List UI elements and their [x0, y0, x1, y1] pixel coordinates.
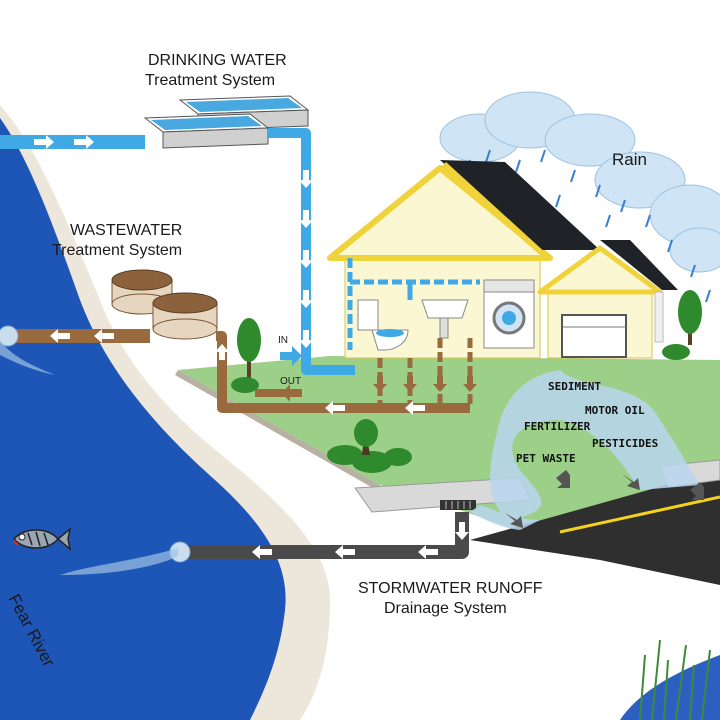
outfall-plume — [0, 340, 55, 375]
in-label: IN — [278, 335, 288, 346]
tree-left — [231, 318, 261, 393]
fish-icon — [13, 527, 72, 551]
pollutant-pesticides: PESTICIDES — [592, 437, 658, 450]
drinking-water-tanks — [143, 95, 310, 149]
wastewater-subtitle: Treatment System — [52, 242, 182, 259]
garage-door — [561, 314, 627, 358]
pollutant-motor-oil: MOTOR OIL — [585, 404, 645, 417]
drain-down-arrows — [373, 376, 477, 392]
rain-label: Rain — [612, 150, 647, 169]
runoff-flow — [470, 370, 700, 530]
wastewater-title: WASTEWATER — [70, 222, 182, 239]
pollutant-sediment: SEDIMENT — [548, 380, 601, 393]
toilet-icon — [357, 299, 409, 351]
washing-machine-icon — [483, 279, 535, 349]
wastewater-outfall — [0, 325, 19, 347]
drinking-water-title: DRINKING WATER — [148, 52, 287, 69]
in-arrow-icon — [280, 346, 302, 366]
road-line — [559, 495, 720, 534]
out-arrow-icon — [282, 384, 302, 402]
stormwater-subtitle: Drainage System — [384, 600, 507, 617]
sink-icon — [421, 299, 469, 339]
pollutant-fertilizer: FERTILIZER — [524, 420, 591, 433]
stormwater-title: STORMWATER RUNOFF — [358, 580, 543, 597]
drinking-water-subtitle: Treatment System — [145, 72, 275, 89]
tree-right — [662, 290, 702, 360]
bush-left — [327, 419, 412, 473]
runoff-arrows — [505, 470, 704, 528]
storm-plume — [60, 548, 178, 575]
river — [0, 118, 286, 720]
pond — [620, 655, 720, 720]
roof-garage — [600, 240, 678, 290]
clean-flow-arrows — [34, 135, 313, 348]
waste-flow-arrows — [50, 329, 425, 415]
roof-main — [440, 160, 600, 250]
garage — [537, 240, 678, 359]
pollutant-pet-waste: PET WASTE — [516, 452, 576, 465]
road — [470, 470, 720, 585]
downspout — [654, 291, 664, 343]
storm-flow-arrows — [252, 522, 469, 559]
reeds — [639, 639, 711, 720]
wastewater-tanks — [111, 269, 218, 340]
drain-slats — [445, 501, 471, 509]
rain-cloud — [439, 91, 720, 273]
out-label: OUT — [280, 376, 301, 387]
